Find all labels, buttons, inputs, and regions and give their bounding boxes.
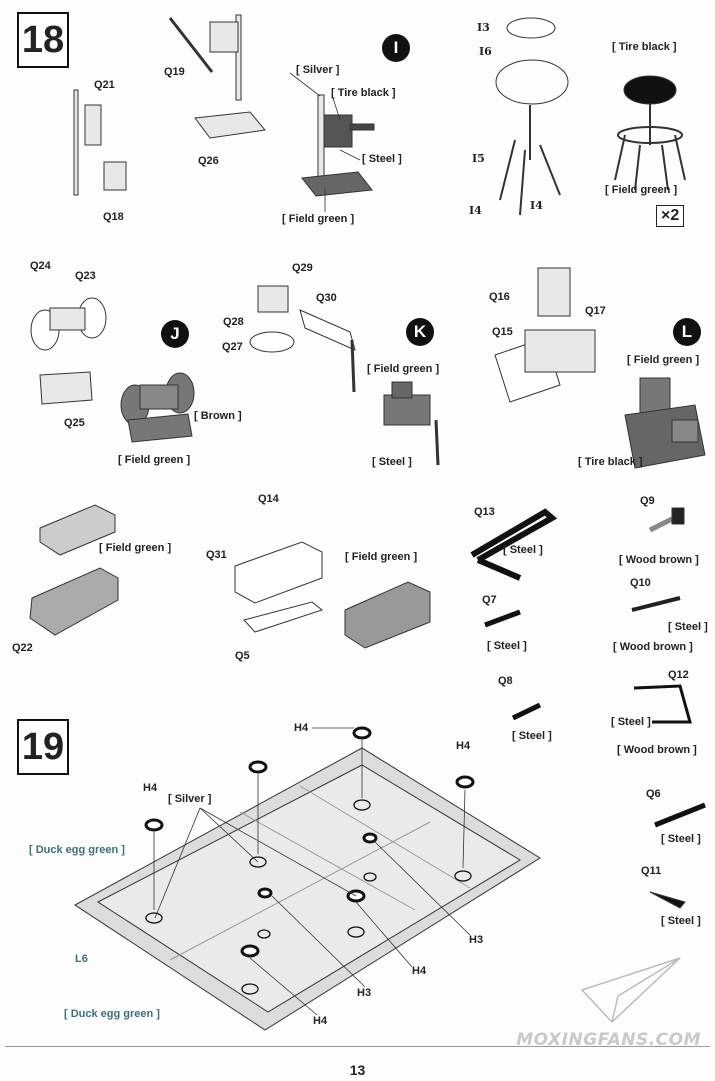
part-label: Q17 [585, 305, 606, 317]
part-label: Q21 [94, 79, 115, 91]
marker-l: L [673, 318, 701, 346]
part-label: H4 [294, 722, 309, 734]
color-callout: [ Steel ] [611, 716, 651, 728]
part-label: L6 [75, 953, 88, 965]
part-label: Q18 [103, 211, 124, 223]
part-label: Q30 [316, 292, 337, 304]
color-callout: [ Duck egg green ] [29, 844, 125, 856]
part-label: I5 [472, 152, 485, 165]
color-callout: [ Field green ] [118, 454, 191, 466]
part-label: Q27 [222, 341, 243, 353]
part-label: Q9 [640, 495, 655, 507]
part-label: Q12 [668, 669, 689, 681]
part-label: Q10 [630, 577, 651, 589]
footer-divider [5, 1046, 710, 1047]
part-label: I3 [477, 21, 490, 34]
washer-drawing [352, 726, 372, 740]
part-label: H4 [412, 965, 427, 977]
part-label: H3 [469, 934, 484, 946]
part-label: Q29 [292, 262, 313, 274]
paper-plane-watermark-drawing [580, 957, 681, 1024]
part-label: Q15 [492, 326, 513, 338]
site-watermark: MOXINGFANS.COM [516, 1030, 701, 1050]
color-callout: [ Steel ] [668, 621, 708, 633]
quantity-multiplier: ×2 [656, 205, 685, 227]
color-callout: [ Silver ] [168, 793, 212, 805]
part-label: H4 [313, 1015, 328, 1027]
marker-k: K [406, 318, 434, 346]
color-callout: [ Wood brown ] [613, 641, 693, 653]
marker-i: I [382, 34, 410, 62]
color-callout: [ Field green ] [345, 551, 418, 563]
step-18-number: 18 [17, 12, 69, 68]
part-label: I4 [530, 199, 543, 212]
part-label: H4 [143, 782, 158, 794]
part-label: Q6 [646, 788, 661, 800]
part-label: Q26 [198, 155, 219, 167]
color-callout: [ Silver ] [296, 64, 340, 76]
part-label: Q13 [474, 506, 495, 518]
color-callout: [ Tire black ] [612, 41, 677, 53]
marker-j: J [161, 320, 189, 348]
drill-press-base-drawing [194, 111, 266, 139]
part-label: Q25 [64, 417, 85, 429]
part-label: Q7 [482, 594, 497, 606]
part-label: Q19 [164, 66, 185, 78]
drill-press-motor-drawing [103, 161, 127, 191]
color-callout: [ Steel ] [362, 153, 402, 165]
color-callout: [ Steel ] [487, 640, 527, 652]
color-callout: [ Steel ] [512, 730, 552, 742]
part-label: I6 [479, 45, 492, 58]
color-callout: [ Wood brown ] [617, 744, 697, 756]
part-label: H4 [456, 740, 471, 752]
part-label: H3 [357, 987, 372, 999]
color-callout: [ Duck egg green ] [64, 1008, 160, 1020]
page-number: 13 [349, 1062, 366, 1078]
part-label: Q22 [12, 642, 33, 654]
color-callout: [ Field green ] [99, 542, 172, 554]
color-callout: [ Field green ] [282, 213, 355, 225]
drill-press-head-drawing [84, 104, 102, 146]
part-label: I4 [469, 204, 482, 217]
part-label: Q28 [223, 316, 244, 328]
part-label: Q8 [498, 675, 513, 687]
part-label: Q16 [489, 291, 510, 303]
color-callout: [ Field green ] [367, 363, 440, 375]
part-label: Q14 [258, 493, 279, 505]
color-callout: [ Wood brown ] [619, 554, 699, 566]
color-callout: [ Steel ] [661, 833, 701, 845]
part-label: Q23 [75, 270, 96, 282]
color-callout: [ Field green ] [627, 354, 700, 366]
color-callout: [ Steel ] [661, 915, 701, 927]
color-callout: [ Field green ] [605, 184, 678, 196]
step-19-number: 19 [17, 719, 69, 775]
color-callout: [ Brown ] [194, 410, 242, 422]
color-callout: [ Steel ] [503, 544, 543, 556]
part-label: Q24 [30, 260, 51, 272]
color-callout: [ Steel ] [372, 456, 412, 468]
part-label: Q5 [235, 650, 250, 662]
color-callout: [ Tire black ] [331, 87, 396, 99]
drill-press-column-drawing [73, 89, 79, 196]
color-callout: [ Tire black ] [578, 456, 643, 468]
part-label: Q11 [641, 865, 662, 877]
part-label: Q31 [206, 549, 227, 561]
